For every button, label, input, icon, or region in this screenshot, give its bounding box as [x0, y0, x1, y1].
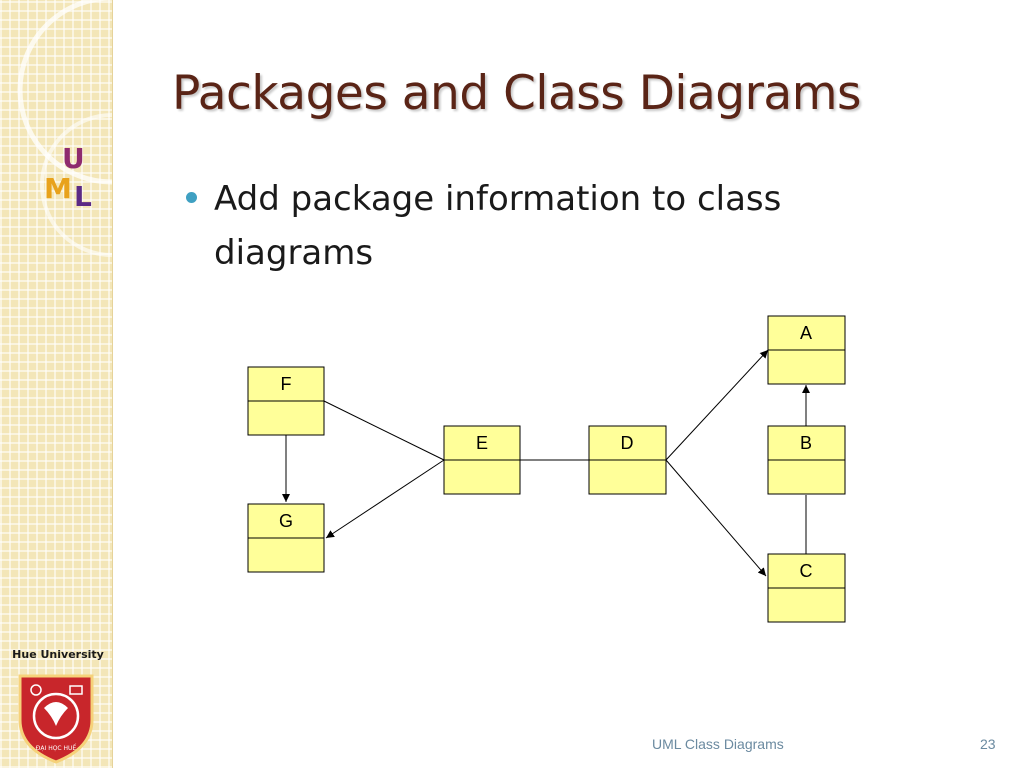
- bullet-dot-icon: [186, 192, 197, 203]
- crest-text: ĐẠI HỌC HUẾ: [36, 744, 77, 752]
- slide-title: Packages and Class Diagrams: [172, 66, 861, 121]
- page-number: 23: [980, 736, 996, 752]
- class-name-g: G: [279, 511, 293, 531]
- decorative-arc: [17, 0, 112, 257]
- university-crest-icon: ĐẠI HỌC HUẾ: [18, 674, 94, 764]
- logo-letter-l: L: [74, 180, 92, 213]
- class-name-e: E: [476, 433, 488, 453]
- relation-lines: [282, 349, 810, 577]
- class-name-d: D: [621, 433, 634, 453]
- bullet-item: Add package information to class diagram…: [186, 172, 886, 280]
- relation-f-e: [323, 400, 445, 461]
- logo-letter-m: M: [44, 172, 72, 205]
- bullet-list: Add package information to class diagram…: [186, 172, 886, 280]
- class-box-b: B: [767, 425, 846, 495]
- class-name-f: F: [281, 374, 292, 394]
- footer-label: UML Class Diagrams: [652, 736, 784, 752]
- class-box-f: F: [247, 366, 325, 436]
- logo-letter-u: U: [62, 142, 85, 175]
- class-name-a: A: [800, 323, 812, 343]
- class-box-c: C: [767, 553, 846, 623]
- bullet-text: Add package information to class diagram…: [214, 179, 782, 273]
- university-label: Hue University: [12, 648, 104, 661]
- sidebar-decoration: U M L Hue University ĐẠI HỌC HUẾ: [0, 0, 113, 768]
- relation-d-a: [665, 349, 769, 461]
- relation-e-g: [325, 459, 445, 539]
- relation-d-c: [665, 459, 767, 577]
- uml-logo-icon: U M L: [44, 142, 92, 213]
- class-name-b: B: [800, 433, 812, 453]
- class-box-d: D: [588, 425, 667, 495]
- class-box-g: G: [247, 503, 325, 573]
- class-box-e: E: [443, 425, 521, 495]
- class-name-c: C: [800, 561, 813, 581]
- class-box-a: A: [767, 315, 846, 385]
